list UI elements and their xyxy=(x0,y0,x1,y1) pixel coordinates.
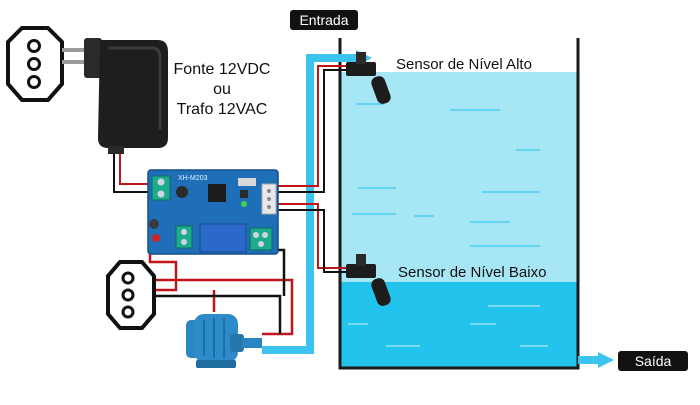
sensor-high-label: Sensor de Nível Alto xyxy=(396,56,532,73)
float-sensor-low xyxy=(346,254,391,306)
tank-water-upper xyxy=(340,72,578,286)
controller-board: XH-M203 xyxy=(147,169,279,255)
float-sensor-high xyxy=(346,52,391,104)
power-supply-line1: Fonte 12VDC xyxy=(173,61,271,78)
power-supply-line3: Trafo 12VAC xyxy=(176,101,268,118)
power-supply-label: Fonte 12VDC ou Trafo 12VAC xyxy=(166,60,278,120)
water-ripples-deep xyxy=(348,305,548,347)
water-pump xyxy=(186,314,262,368)
board-silkscreen: XH-M203 xyxy=(178,175,208,182)
wall-plug-bottom xyxy=(106,260,156,330)
power-supply-line2: ou xyxy=(213,81,231,98)
water-ripples xyxy=(352,103,540,247)
outlet-tag: Saída xyxy=(618,351,688,371)
inlet-tag: Entrada xyxy=(290,10,358,30)
tank-outline xyxy=(338,38,580,370)
wall-plug-top xyxy=(6,26,64,102)
sensor-wires xyxy=(278,65,348,273)
outlet-arrow xyxy=(598,352,614,368)
psu-wires xyxy=(113,150,152,193)
power-adapter xyxy=(62,38,168,154)
sensor-low-label: Sensor de Nível Baixo xyxy=(398,264,547,281)
